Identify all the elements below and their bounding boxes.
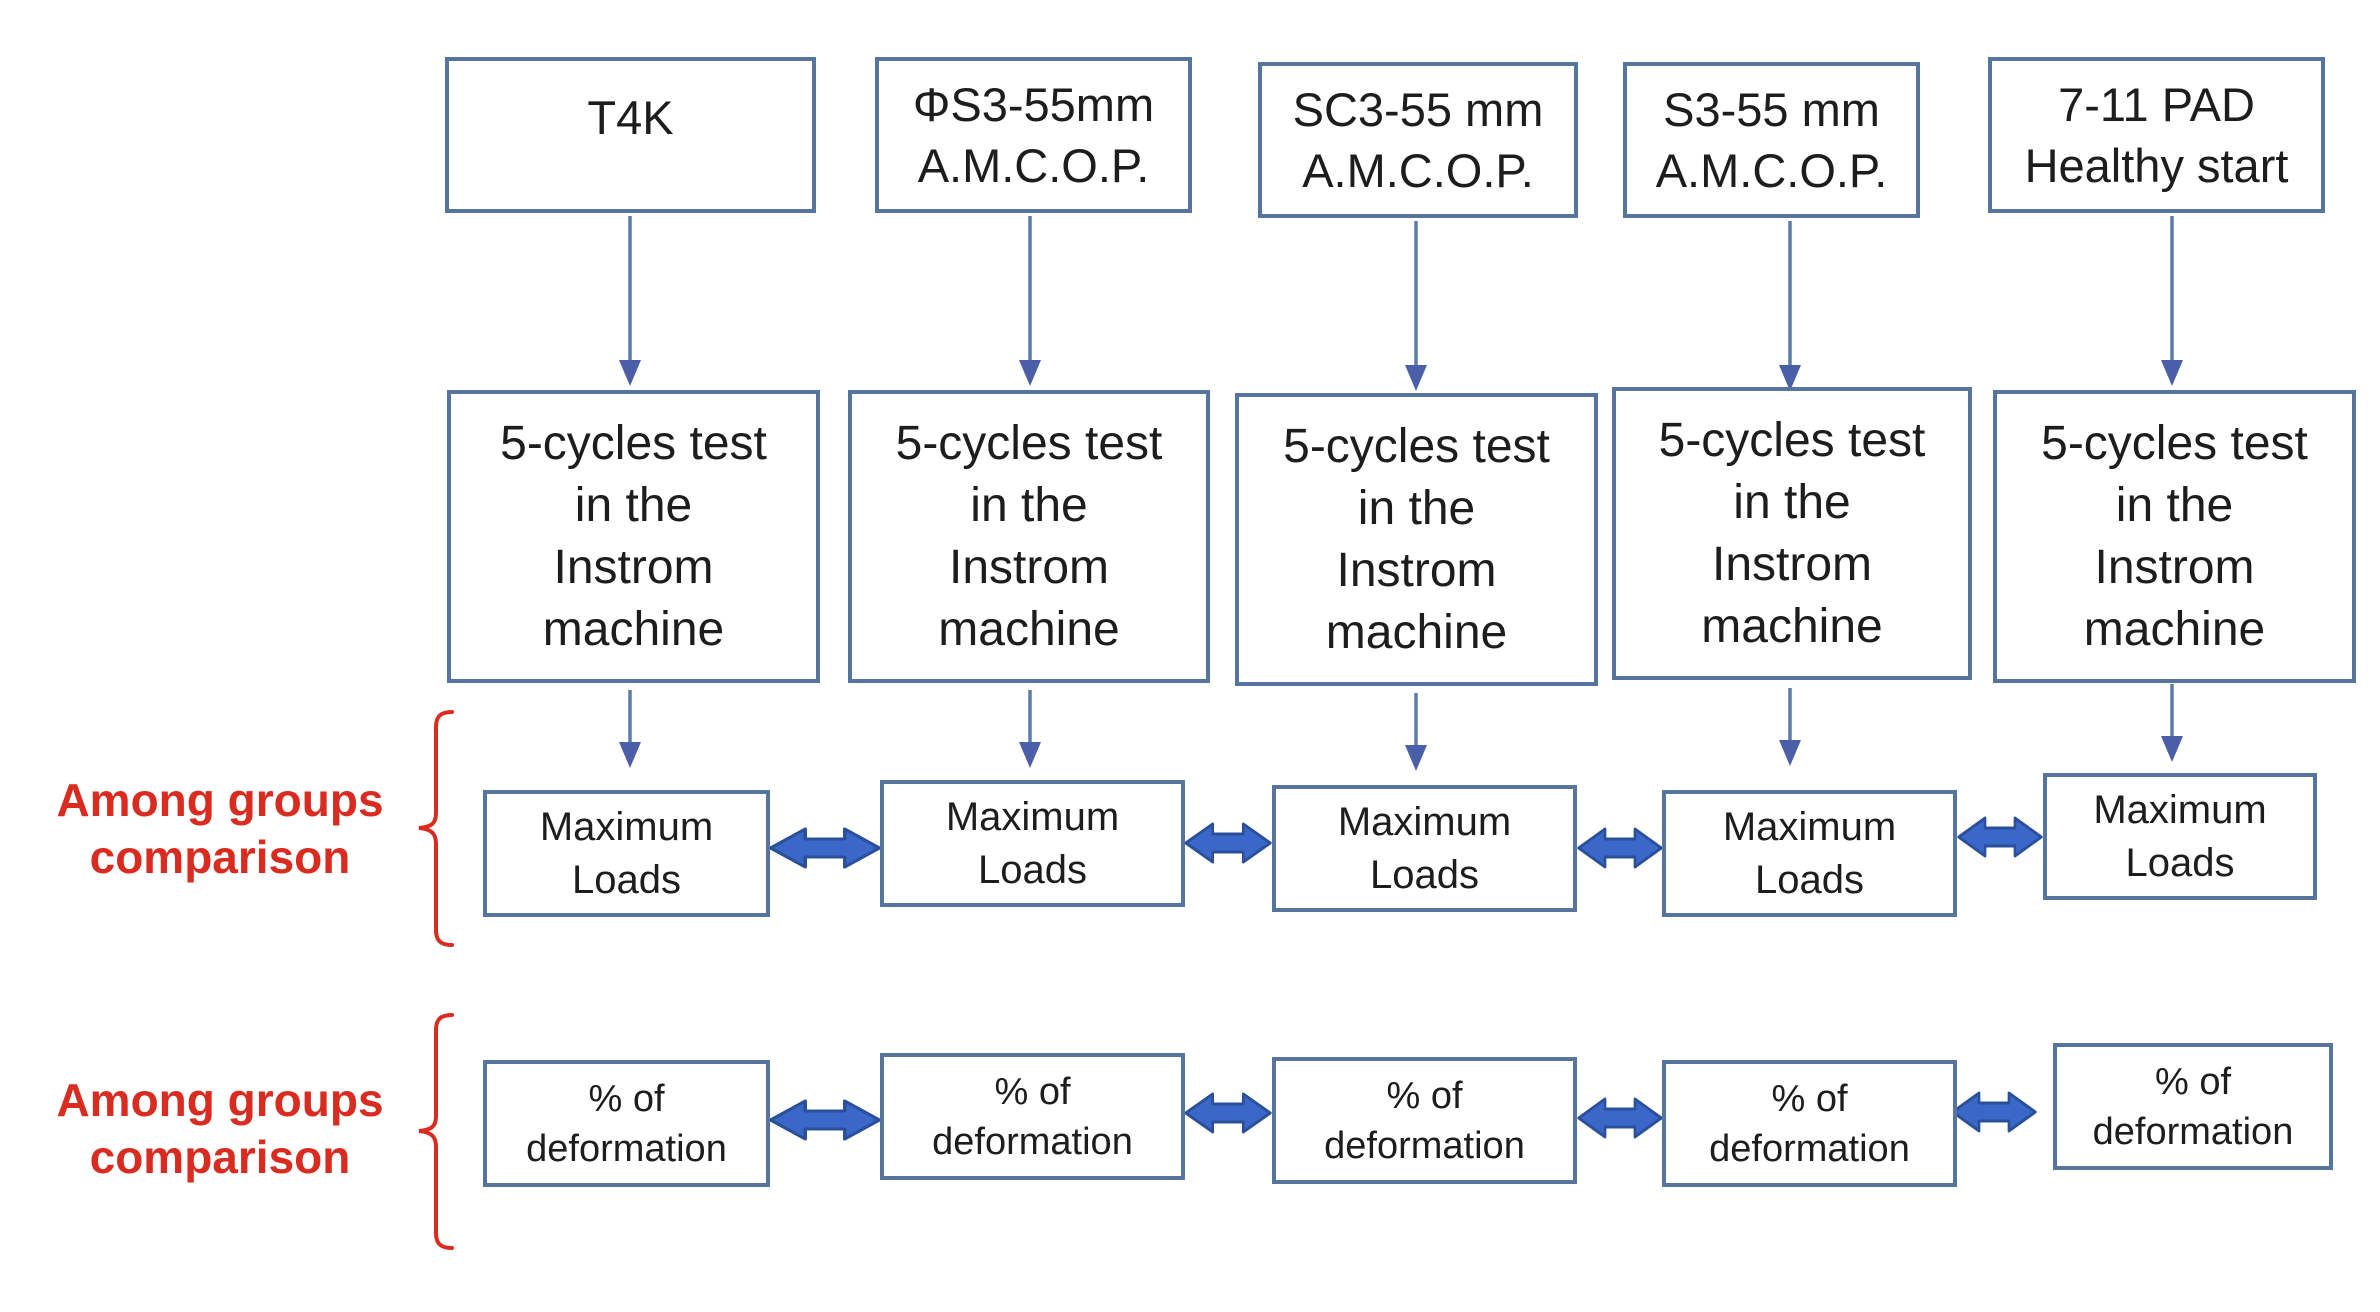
group-box-sc3: SC3-55 mm A.M.C.O.P. xyxy=(1258,62,1578,218)
deformation-label: % of deformation xyxy=(1324,1074,1525,1167)
maximum-loads-label: Maximum Loads xyxy=(539,804,714,902)
double-arrow-icon xyxy=(1184,1092,1272,1134)
maximum-loads-box: Maximum Loads xyxy=(1272,785,1577,912)
group-label: 7-11 PAD Healthy start xyxy=(2024,78,2289,192)
down-arrow-icon xyxy=(1017,688,1043,770)
down-arrow-icon xyxy=(1403,219,1429,393)
maximum-loads-box: Maximum Loads xyxy=(880,780,1185,907)
test-box: 5-cycles test in the Instrom machine xyxy=(447,390,820,683)
deformation-label: % of deformation xyxy=(932,1070,1133,1163)
test-box: 5-cycles test in the Instrom machine xyxy=(1235,393,1598,686)
double-arrow-icon xyxy=(1577,827,1663,869)
down-arrow-icon xyxy=(1777,686,1803,768)
group-box-711pad: 7-11 PAD Healthy start xyxy=(1988,57,2325,213)
test-box: 5-cycles test in the Instrom machine xyxy=(1993,390,2356,683)
group-box-phis3: ΦS3-55mm A.M.C.O.P. xyxy=(875,57,1192,213)
group-box-t4k: T4K xyxy=(445,57,816,213)
double-arrow-icon xyxy=(768,1099,882,1141)
down-arrow-icon xyxy=(2159,214,2185,388)
deformation-box: % of deformation xyxy=(2053,1043,2333,1170)
deformation-box: % of deformation xyxy=(1272,1057,1577,1184)
test-label: 5-cycles test in the Instrom machine xyxy=(500,416,767,656)
maximum-loads-label: Maximum Loads xyxy=(2093,787,2267,885)
test-label: 5-cycles test in the Instrom machine xyxy=(1658,413,1926,653)
maximum-loads-label: Maximum Loads xyxy=(1337,799,1512,897)
double-arrow-icon xyxy=(1184,822,1272,864)
group-label: SC3-55 mm A.M.C.O.P. xyxy=(1292,83,1544,197)
down-arrow-icon xyxy=(1017,214,1043,388)
maximum-loads-label: Maximum Loads xyxy=(1722,804,1897,902)
double-arrow-icon xyxy=(1957,816,2043,858)
brace-bracket xyxy=(418,710,454,947)
double-arrow-icon xyxy=(768,827,882,869)
deformation-box: % of deformation xyxy=(483,1060,770,1187)
down-arrow-icon xyxy=(1777,219,1803,393)
comparison-label: Among groups comparison xyxy=(56,1074,384,1183)
test-box: 5-cycles test in the Instrom machine xyxy=(1612,387,1972,680)
group-label: T4K xyxy=(587,91,674,144)
deformation-box: % of deformation xyxy=(1662,1060,1957,1187)
down-arrow-icon xyxy=(617,214,643,388)
test-label: 5-cycles test in the Instrom machine xyxy=(2041,416,2308,656)
maximum-loads-label: Maximum Loads xyxy=(945,794,1120,892)
double-arrow-icon xyxy=(1577,1097,1663,1139)
down-arrow-icon xyxy=(2159,682,2185,764)
double-arrow-icon xyxy=(1951,1091,2037,1133)
maximum-loads-box: Maximum Loads xyxy=(483,790,770,917)
down-arrow-icon xyxy=(1403,691,1429,773)
maximum-loads-box: Maximum Loads xyxy=(1662,790,1957,917)
down-arrow-icon xyxy=(617,688,643,770)
test-label: 5-cycles test in the Instrom machine xyxy=(895,416,1163,656)
deformation-label: % of deformation xyxy=(1709,1077,1910,1170)
brace-bracket xyxy=(418,1013,454,1250)
deformation-box: % of deformation xyxy=(880,1053,1185,1180)
group-box-s3: S3-55 mm A.M.C.O.P. xyxy=(1623,62,1920,218)
deformation-label: % of deformation xyxy=(2092,1060,2294,1153)
test-label: 5-cycles test in the Instrom machine xyxy=(1283,419,1550,659)
group-label: ΦS3-55mm A.M.C.O.P. xyxy=(912,78,1155,192)
maximum-loads-box: Maximum Loads xyxy=(2043,773,2317,900)
test-box: 5-cycles test in the Instrom machine xyxy=(848,390,1210,683)
deformation-label: % of deformation xyxy=(526,1077,727,1170)
comparison-brackets-group xyxy=(418,710,454,1250)
group-label: S3-55 mm A.M.C.O.P. xyxy=(1655,83,1888,197)
comparison-label: Among groups comparison xyxy=(56,774,384,883)
